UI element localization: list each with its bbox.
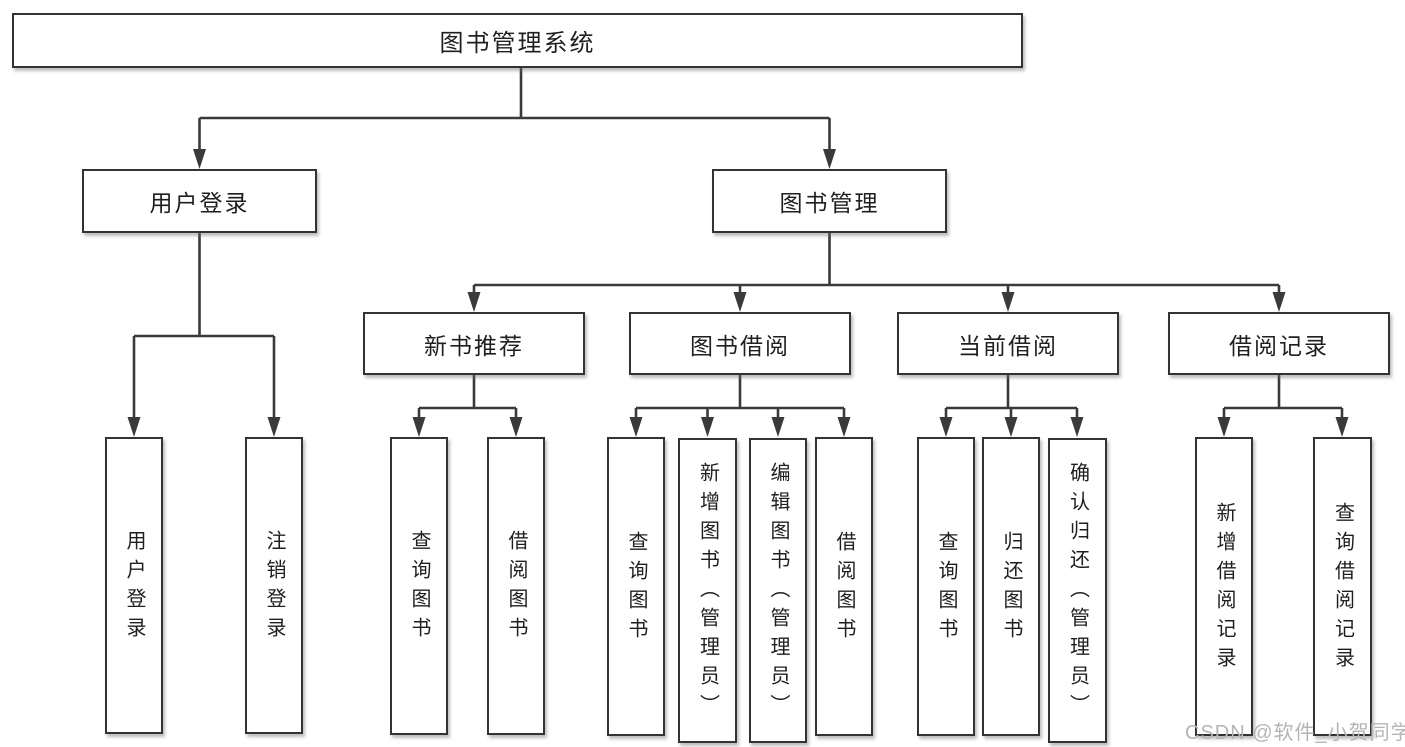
arrow-br-add-record xyxy=(1217,417,1231,437)
leaf-user-login: 用户登录 xyxy=(105,437,163,734)
csdn-watermark: CSDN @软件_小贺同学 xyxy=(1185,722,1405,744)
arrow-bb-edit-books xyxy=(771,417,785,437)
node-book-management: 图书管理 xyxy=(712,169,947,233)
leaf-nb-query-books: 查询图书 xyxy=(390,437,448,735)
connector-user-login-children xyxy=(132,233,276,419)
node-borrow-records: 借阅记录 xyxy=(1168,312,1390,375)
node-book-borrow: 图书借阅 xyxy=(629,312,851,375)
node-user-login: 用户登录 xyxy=(82,169,317,233)
arrow-bb-query-books xyxy=(629,417,643,437)
leaf-br-add-record: 新增借阅记录 xyxy=(1195,437,1253,736)
leaf-bb-query-books: 查询图书 xyxy=(607,437,665,736)
arrow-bb-borrow-books xyxy=(837,417,851,437)
leaf-bb-add-books-admin: 新增图书（管理员） xyxy=(678,438,737,743)
arrow-to-leaf-user-login xyxy=(127,417,141,437)
leaf-nb-borrow-books: 借阅图书 xyxy=(487,437,545,735)
connector-borrow-records-children xyxy=(1222,375,1344,419)
arrow-to-user-login xyxy=(193,149,206,169)
arrow-nb-query-books xyxy=(412,417,426,437)
arrow-nb-borrow-books xyxy=(509,417,523,437)
leaf-bb-borrow-books: 借阅图书 xyxy=(815,437,873,736)
leaf-br-query-record: 查询借阅记录 xyxy=(1313,437,1372,736)
arrow-bb-add-books xyxy=(701,417,714,437)
leaf-cb-query-books: 查询图书 xyxy=(917,437,975,736)
arrow-to-borrow-records xyxy=(1272,292,1286,312)
leaf-logout: 注销登录 xyxy=(245,437,303,734)
leaf-bb-edit-books-admin: 编辑图书（管理员） xyxy=(749,438,807,743)
connector-root-to-level2 xyxy=(198,68,831,151)
arrow-to-current-borrow xyxy=(1001,292,1015,312)
node-root-system: 图书管理系统 xyxy=(12,13,1023,68)
leaf-cb-return-books: 归还图书 xyxy=(982,437,1040,736)
connector-new-book-children xyxy=(417,375,518,419)
connector-book-management-children xyxy=(472,233,1281,294)
arrow-to-book-management xyxy=(823,149,836,169)
arrow-cb-confirm-return xyxy=(1070,417,1084,437)
connector-current-borrow-children xyxy=(944,375,1079,419)
leaf-cb-confirm-return-admin: 确认归还（管理员） xyxy=(1048,438,1107,743)
arrow-cb-return-books xyxy=(1004,417,1018,437)
arrow-to-new-book-recommend xyxy=(467,292,481,312)
arrow-cb-query-books xyxy=(939,417,953,437)
node-new-book-recommend: 新书推荐 xyxy=(363,312,585,375)
connector-book-borrow-children xyxy=(634,375,846,419)
node-current-borrow: 当前借阅 xyxy=(897,312,1119,375)
arrow-to-book-borrow xyxy=(733,292,747,312)
arrow-to-leaf-logout xyxy=(267,417,281,437)
arrow-br-query-record xyxy=(1335,417,1349,437)
